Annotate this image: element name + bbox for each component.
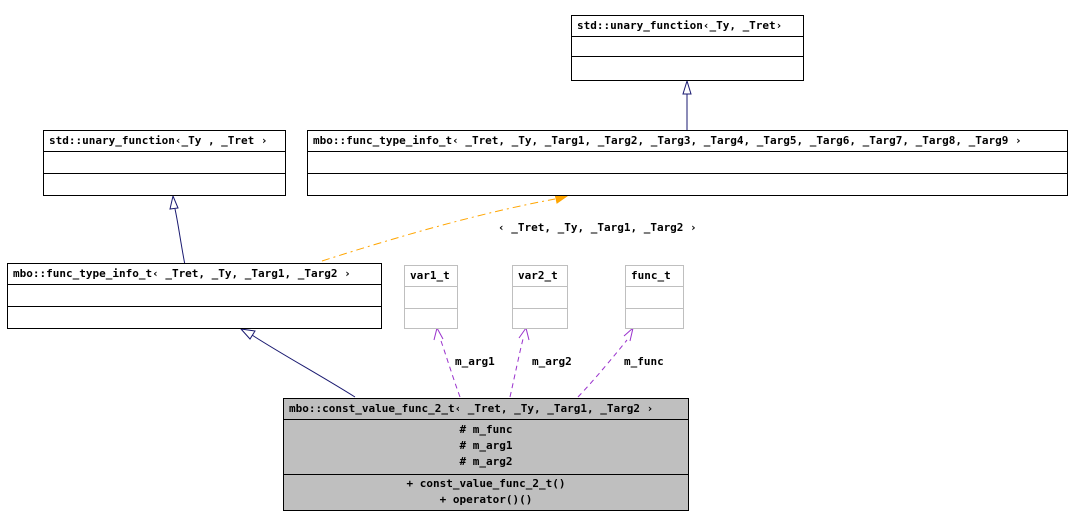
attribute-m-arg2: # m_arg2 (459, 455, 513, 468)
inheritance-edge-func-type-info-2 (174, 208, 186, 266)
attributes-section (44, 151, 285, 173)
methods-section (308, 173, 1067, 195)
class-func-type-info-2[interactable]: mbo::func_type_info_t‹ _Tret, _Ty, _Targ… (7, 263, 382, 329)
class-title: mbo::const_value_func_2_t‹ _Tret, _Ty, _… (289, 402, 654, 415)
inheritance-edge-const-value (251, 334, 356, 398)
usage-edge-m-arg1 (439, 337, 461, 398)
usage-arrow-m-func (623, 326, 634, 342)
template-args-label: ‹ _Tret, _Ty, _Targ1, _Targ2 › (498, 221, 697, 234)
methods-section (513, 308, 567, 328)
inheritance-arrow-func-type-info-2 (169, 194, 179, 210)
class-title: std::unary_function‹_Ty, _Tret› (577, 19, 783, 32)
class-const-value-func-2[interactable]: mbo::const_value_func_2_t‹ _Tret, _Ty, _… (283, 398, 689, 511)
methods-section (8, 306, 381, 328)
methods-section (572, 56, 803, 80)
edge-label-m-arg2: m_arg2 (532, 355, 572, 368)
attributes-section (405, 286, 457, 308)
class-std-unary-function-space[interactable]: std::unary_function‹_Ty , _Tret › (43, 130, 286, 196)
methods-section (626, 308, 683, 328)
class-var2-t[interactable]: var2_t (512, 265, 568, 329)
class-func-type-info-full[interactable]: mbo::func_type_info_t‹ _Tret, _Ty, _Targ… (307, 130, 1068, 196)
class-title: mbo::func_type_info_t‹ _Tret, _Ty, _Targ… (13, 267, 351, 280)
class-var1-t[interactable]: var1_t (404, 265, 458, 329)
inheritance-arrow-func-type-info (682, 79, 692, 95)
class-std-unary-function-ret[interactable]: std::unary_function‹_Ty, _Tret› (571, 15, 804, 81)
attributes-section (513, 286, 567, 308)
class-func-t[interactable]: func_t (625, 265, 684, 329)
methods-section (405, 308, 457, 328)
class-title: func_t (631, 269, 671, 282)
attributes-section: # m_func # m_arg1 # m_arg2 (284, 419, 688, 474)
class-title: var1_t (410, 269, 450, 282)
methods-section: + const_value_func_2_t() + operator()() (284, 474, 688, 510)
class-title: std::unary_function‹_Ty , _Tret › (49, 134, 268, 147)
usage-edge-m-arg2 (509, 338, 524, 398)
usage-edge-m-func (577, 339, 628, 398)
inheritance-arrow-const-value (239, 328, 256, 340)
edge-label-m-arg1: m_arg1 (455, 355, 495, 368)
attributes-section (626, 286, 683, 308)
usage-arrow-m-arg1 (433, 326, 444, 341)
template-edge (321, 198, 556, 262)
usage-arrow-m-arg2 (518, 326, 530, 341)
attribute-m-func: # m_func (459, 423, 513, 436)
attributes-section (308, 151, 1067, 173)
edge-label-m-func: m_func (624, 355, 664, 368)
attributes-section (572, 36, 803, 56)
attribute-m-arg1: # m_arg1 (459, 439, 513, 452)
method-constructor: + const_value_func_2_t() (406, 477, 566, 490)
methods-section (44, 173, 285, 195)
attributes-section (8, 284, 381, 306)
class-title: var2_t (518, 269, 558, 282)
class-title: mbo::func_type_info_t‹ _Tret, _Ty, _Targ… (313, 134, 1022, 147)
method-operator-call: + operator()() (439, 493, 533, 506)
